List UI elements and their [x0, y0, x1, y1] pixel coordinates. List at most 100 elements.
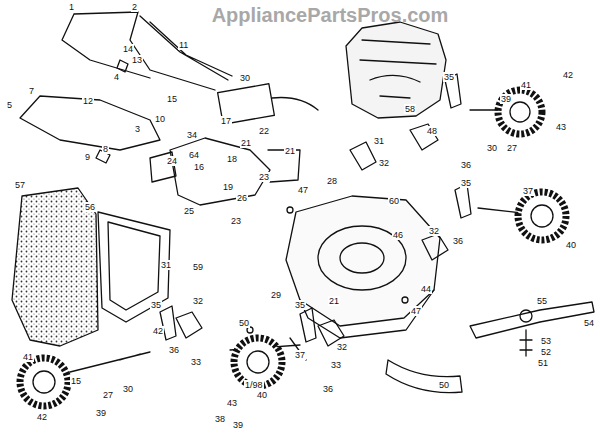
callout-number: 21 [328, 296, 340, 306]
callout-number: 38 [214, 414, 226, 424]
callout-number: 15 [166, 94, 178, 104]
callout-number: 12 [82, 96, 94, 106]
callout-number: 27 [506, 143, 518, 153]
blade [470, 302, 594, 338]
mower-deck [286, 196, 440, 326]
callout-number: 23 [230, 216, 242, 226]
callout-number: 29 [270, 290, 282, 300]
callout-number: 55 [536, 296, 548, 306]
callout-number: 50 [438, 380, 450, 390]
bolt [402, 297, 408, 303]
callout-number: 60 [388, 196, 400, 206]
callout-number: 24 [166, 156, 178, 166]
callout-number: 52 [540, 347, 552, 357]
engine-detail [360, 40, 436, 98]
control-cable [272, 98, 318, 111]
callout-number: 25 [183, 206, 195, 216]
callout-number: 30 [122, 384, 134, 394]
upper-handle [62, 12, 215, 90]
callout-number: 14 [122, 44, 134, 54]
callout-number: 39 [95, 408, 107, 418]
rear-bracket [150, 138, 270, 205]
callout-number: 9 [84, 152, 91, 162]
callout-number: 43 [226, 398, 238, 408]
callout-number: 47 [410, 306, 422, 316]
baffle [386, 360, 462, 393]
callout-number: 53 [540, 336, 552, 346]
handle-bracket [96, 60, 128, 163]
callout-number: 34 [186, 130, 198, 140]
callout-number: 22 [258, 126, 270, 136]
callout-number: 39 [232, 420, 244, 430]
callout-number: 28 [326, 176, 338, 186]
callout-number: 36 [322, 384, 334, 394]
adjuster-plate [176, 124, 448, 346]
callout-number: 35 [150, 300, 162, 310]
grass-bag [12, 188, 98, 346]
callout-number: 21 [240, 138, 252, 148]
callout-number: 35 [460, 178, 472, 188]
watermark: AppliancePartsPros.com [212, 4, 449, 26]
callout-number: 23 [258, 172, 270, 182]
callout-number: 32 [428, 226, 440, 236]
callout-number: 56 [84, 202, 96, 212]
deck-dome [318, 226, 406, 290]
callout-number: 11 [178, 40, 189, 50]
callout-number: 31 [373, 136, 385, 146]
callout-number: 58 [404, 104, 416, 114]
callout-number: 33 [190, 357, 202, 367]
deck-dome-inner [340, 243, 384, 273]
callout-number: 40 [565, 240, 577, 250]
callout-number: 3 [134, 124, 141, 134]
callout-number: 46 [392, 230, 404, 240]
wheels [20, 90, 566, 406]
callout-number: 42 [152, 326, 164, 336]
callout-number: 10 [154, 114, 166, 124]
callout-number: 1/98 [244, 380, 264, 390]
callout-number: 50 [238, 318, 250, 328]
callout-number: 30 [239, 73, 251, 83]
callout-number: 35 [443, 72, 455, 82]
callout-number: 42 [36, 412, 48, 422]
blade-adapter [520, 310, 532, 322]
callout-number: 37 [522, 186, 534, 196]
callout-number: 26 [236, 193, 248, 203]
callout-number: 32 [192, 296, 204, 306]
callout-number: 7 [28, 86, 35, 96]
callout-number: 41 [22, 352, 34, 362]
callout-number: 47 [297, 185, 309, 195]
callout-number: 33 [330, 360, 342, 370]
callout-number: 57 [14, 180, 26, 190]
callout-number: 2 [131, 2, 138, 12]
callout-number: 4 [113, 72, 120, 82]
callout-number: 21 [284, 146, 296, 156]
callout-number: 35 [294, 300, 306, 310]
callout-number: 59 [192, 262, 204, 272]
callout-number: 64 [188, 150, 200, 160]
bolt [287, 207, 293, 213]
callout-number: 32 [378, 158, 390, 168]
callout-number: 41 [520, 80, 532, 90]
callout-number: 36 [168, 345, 180, 355]
callout-number: 5 [6, 100, 13, 110]
callout-number: 32 [336, 342, 348, 352]
callout-number: 39 [500, 94, 512, 104]
callout-number: 54 [583, 318, 595, 328]
engine [346, 22, 446, 118]
callout-number: 8 [102, 144, 109, 154]
callout-number: 36 [460, 160, 472, 170]
blade-bolt [520, 330, 532, 356]
lower-handle [20, 96, 160, 150]
callout-number: 13 [131, 55, 143, 65]
callout-number: 1 [68, 2, 75, 12]
callout-number: 17 [220, 116, 232, 126]
callout-number: 16 [193, 162, 205, 172]
callout-number: 19 [222, 182, 234, 192]
height-adjuster [160, 74, 471, 342]
callout-number: 30 [486, 143, 498, 153]
callout-number: 43 [555, 122, 567, 132]
callout-number: 42 [562, 70, 574, 80]
callout-number: 51 [537, 358, 549, 368]
